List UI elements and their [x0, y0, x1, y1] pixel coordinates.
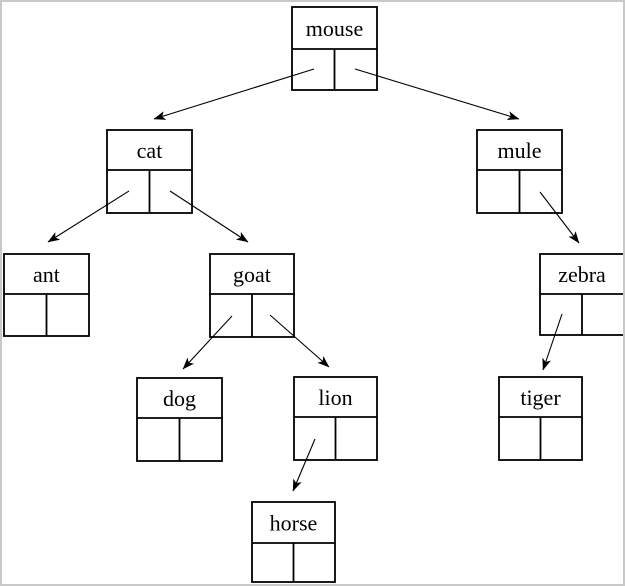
tree-node-cat: cat [106, 129, 193, 214]
edge-cat-left-to-ant [47, 190, 130, 243]
node-label-cat: cat [137, 138, 163, 163]
edge-mouse-right-to-mule [354, 68, 520, 120]
tree-edges-layer [47, 68, 580, 492]
tree-node-ant: ant [3, 253, 90, 337]
node-label-zebra: zebra [558, 262, 606, 287]
node-label-tiger: tiger [520, 385, 561, 410]
tree-nodes-layer: mouse cat mule ant goat zebra dog lion tiger hors… [3, 6, 623, 583]
node-label-lion: lion [318, 385, 352, 410]
edge-mule-right-to-zebra [539, 191, 580, 244]
node-label-horse: horse [270, 511, 318, 536]
tree-node-lion: lion [293, 376, 378, 461]
edge-zebra-left-to-tiger [542, 313, 563, 371]
node-label-ant: ant [33, 262, 60, 287]
node-label-mule: mule [498, 138, 542, 163]
tree-node-dog: dog [136, 377, 223, 462]
node-label-goat: goat [233, 262, 271, 287]
edge-mouse-left-to-cat [153, 68, 315, 120]
tree-node-tiger: tiger [498, 376, 583, 461]
edge-lion-left-to-horse [292, 438, 316, 492]
node-label-dog: dog [163, 386, 196, 411]
edge-cat-right-to-goat [169, 190, 249, 243]
edge-goat-right-to-lion [269, 314, 330, 368]
tree-node-mouse: mouse [291, 6, 378, 91]
tree-node-horse: horse [251, 501, 336, 583]
tree-node-mule: mule [476, 129, 563, 214]
edge-goat-left-to-dog [182, 315, 233, 370]
node-label-mouse: mouse [306, 16, 363, 41]
tree-node-zebra: zebra [539, 253, 623, 336]
